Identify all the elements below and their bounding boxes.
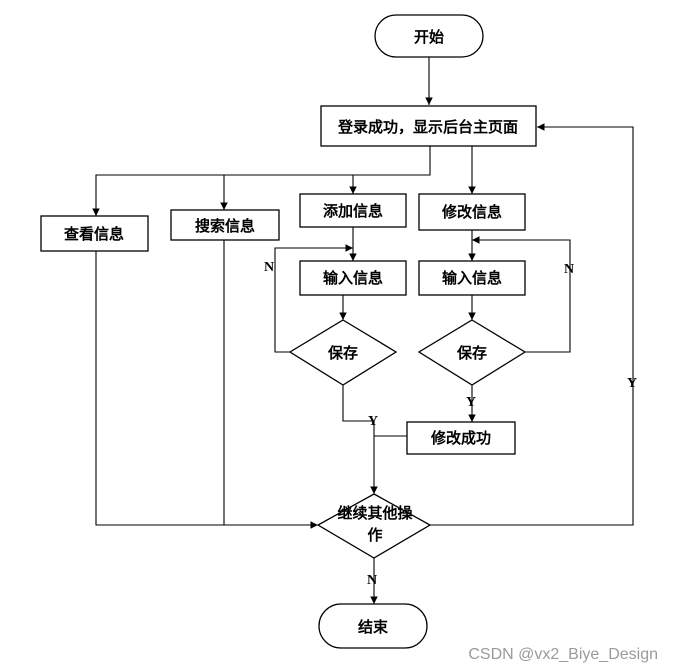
edge-save-modify-no: [472, 236, 571, 353]
label-continue-no: N: [367, 573, 377, 588]
edges: [92, 57, 634, 604]
edge-view-continue: [95, 251, 318, 529]
edge-save-add-no: [274, 244, 353, 353]
node-end: 结束: [318, 603, 428, 649]
node-login-label: 登录成功，显示后台主页面: [337, 118, 518, 136]
node-add: 添加信息: [299, 193, 407, 228]
node-save-modify-label: 保存: [456, 344, 487, 362]
node-input-modify-label: 输入信息: [442, 269, 502, 287]
edge-continue-yes: [430, 123, 634, 526]
node-save-add-label: 保存: [327, 344, 358, 362]
label-save-add-yes: Y: [368, 414, 378, 429]
edge-save-add-yes: [342, 385, 374, 422]
node-continue-label-line2: 作: [367, 526, 382, 544]
node-continue-label-line1: 继续其他操: [337, 504, 413, 522]
label-save-add-no: N: [264, 260, 274, 275]
node-save-add: 保存: [288, 319, 398, 386]
node-input-modify: 输入信息: [418, 260, 526, 296]
node-view-label: 查看信息: [64, 225, 124, 243]
node-input-add-label: 输入信息: [323, 269, 383, 287]
label-save-modify-no: N: [564, 262, 574, 277]
node-login: 登录成功，显示后台主页面: [320, 105, 537, 147]
node-search: 搜索信息: [170, 209, 280, 241]
node-input-add: 输入信息: [299, 260, 407, 296]
edge-login-branch: [92, 146, 431, 216]
label-continue-yes: Y: [627, 376, 637, 391]
node-modify: 修改信息: [418, 193, 526, 231]
node-view: 查看信息: [40, 215, 149, 252]
watermark-text: CSDN @vx2_Biye_Design: [468, 646, 658, 663]
node-start: 开始: [374, 14, 484, 58]
label-save-modify-yes: Y: [466, 395, 476, 410]
node-modify-success-label: 修改成功: [430, 429, 491, 447]
node-continue: 继续其他操 作: [316, 493, 432, 559]
node-modify-success: 修改成功: [406, 421, 516, 455]
node-save-modify: 保存: [417, 319, 527, 386]
node-add-label: 添加信息: [323, 202, 383, 220]
node-modify-label: 修改信息: [441, 203, 502, 221]
node-start-label: 开始: [414, 28, 444, 46]
node-search-label: 搜索信息: [195, 217, 255, 235]
node-end-label: 结束: [358, 618, 389, 636]
